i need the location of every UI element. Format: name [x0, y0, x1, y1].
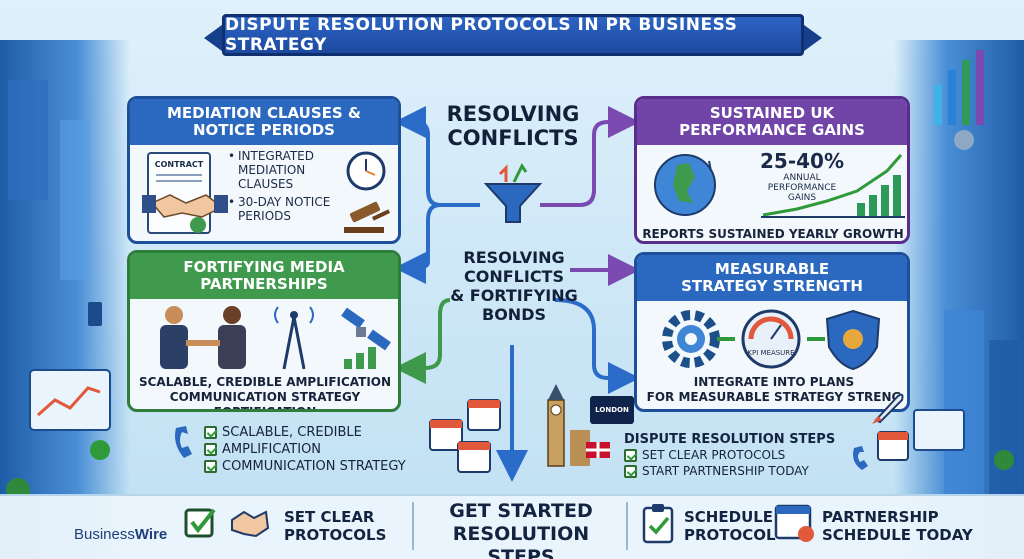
contract-label: CONTRACT — [155, 160, 204, 169]
uk-performance-panel: SUSTAINED UK PERFORMANCE GAINS 25-40% AN… — [634, 96, 910, 244]
left-city-illustration — [6, 80, 111, 495]
shield-icon — [825, 309, 881, 371]
mediation-bullet-list: INTEGRATED MEDIATION CLAUSES 30-DAY NOTI… — [228, 149, 338, 227]
phone-icon — [853, 446, 868, 470]
mediation-panel: MEDIATION CLAUSES & NOTICE PERIODS CONTR… — [127, 96, 401, 244]
bottom-schedule-protocol: SCHEDULE PROTOCOL — [684, 508, 776, 544]
checklist-item: SCALABLE, CREDIBLE — [204, 424, 406, 441]
phone-icon — [175, 426, 192, 458]
checkbox-icon — [624, 448, 637, 462]
media-partnership-illustration — [160, 306, 391, 370]
uk-stat-label: ANNUAL PERFORMANCE GAINS — [767, 173, 837, 203]
contract-handshake-icon: CONTRACT — [142, 152, 228, 234]
bottom-bar — [0, 494, 1024, 559]
uk-stat-value: 25-40% — [759, 149, 844, 173]
satellite-icon — [341, 307, 391, 351]
mediation-bullet: INTEGRATED MEDIATION CLAUSES — [228, 149, 338, 191]
steps-item: START PARTNERSHIP TODAY — [624, 463, 835, 479]
right-city-illustration — [913, 50, 1019, 495]
bottom-partnership: PARTNERSHIP SCHEDULE TODAY — [822, 508, 973, 544]
broadcast-tower-icon — [274, 306, 314, 370]
clock-gavel-icon — [344, 151, 391, 233]
rocket-icon — [872, 393, 904, 424]
steps-item: SET CLEAR PROTOCOLS — [624, 447, 835, 463]
mediation-bullet: 30-DAY NOTICE PERIODS — [228, 195, 338, 223]
clipboard-check-icon — [642, 504, 674, 544]
banner-ribbon-left — [204, 22, 226, 54]
strategy-strength-panel: MEASURABLE STRATEGY STRENGTH KPI MEASURE… — [634, 252, 910, 412]
kpi-gear-shield-illustration: KPI MEASURE — [662, 309, 881, 371]
calendar-icon — [877, 431, 909, 461]
london-sign: LONDON — [590, 396, 634, 424]
left-checklist: SCALABLE, CREDIBLE AMPLIFICATION COMMUNI… — [204, 424, 406, 475]
businesswire-logo: BusinessWire — [74, 526, 168, 543]
gear-icon — [662, 310, 720, 368]
title-banner: DISPUTE RESOLUTION PROTOCOLS IN PR BUSIN… — [222, 14, 804, 56]
page-title: DISPUTE RESOLUTION PROTOCOLS IN PR BUSIN… — [225, 15, 738, 55]
mediation-panel-heading: MEDIATION CLAUSES & NOTICE PERIODS — [130, 99, 398, 145]
center-subheading: RESOLVING CONFLICTS & FORTIFYING BONDS — [450, 248, 578, 324]
checkbox-icon — [204, 443, 217, 456]
funnel-icon — [483, 163, 543, 223]
globe-uk-icon — [654, 154, 716, 216]
strategy-panel-heading: MEASURABLE STRATEGY STRENGTH — [637, 255, 907, 301]
checkbox-icon — [204, 460, 217, 473]
checkbox-icon — [184, 508, 216, 538]
london-landmark-icon — [547, 384, 610, 467]
bottom-protocols: SET CLEAR PROTOCOLS — [284, 508, 387, 544]
uk-panel-heading: SUSTAINED UK PERFORMANCE GAINS — [637, 99, 907, 145]
center-heading: RESOLVING CONFLICTS — [446, 102, 580, 150]
growth-chart-icon — [761, 154, 905, 218]
uk-stat-block: 25-40% ANNUAL PERFORMANCE GAINS — [757, 149, 847, 203]
checkbox-icon — [624, 464, 637, 478]
banner-ribbon-right — [800, 22, 822, 54]
uk-caption: REPORTS SUSTAINED YEARLY GROWTH — [642, 227, 904, 241]
calendar-icon — [774, 504, 814, 542]
dispute-steps: DISPUTE RESOLUTION STEPS SET CLEAR PROTO… — [624, 432, 835, 479]
media-panel-heading: FORTIFYING MEDIA PARTNERSHIPS — [130, 253, 398, 299]
dispute-steps-heading: DISPUTE RESOLUTION STEPS — [624, 432, 836, 447]
kpi-gauge-icon: KPI MEASURE — [741, 309, 801, 369]
kpi-label: KPI MEASURE — [747, 349, 794, 357]
strategy-caption: INTEGRATE INTO PLANS FOR MEASURABLE STRA… — [646, 375, 902, 404]
calendar-icons — [429, 399, 501, 473]
media-caption: SCALABLE, CREDIBLE AMPLIFICATION COMMUNI… — [138, 375, 392, 412]
checklist-item: COMMUNICATION STRATEGY — [204, 458, 406, 475]
handshake-icon — [231, 510, 270, 538]
get-started-cta: GET STARTED RESOLUTION STEPS — [449, 500, 593, 559]
media-partnerships-panel: FORTIFYING MEDIA PARTNERSHIPS SCALABLE, … — [127, 250, 401, 412]
checklist-item: AMPLIFICATION — [204, 441, 406, 458]
bottom-divider — [412, 502, 414, 550]
bottom-divider — [626, 502, 628, 550]
checkbox-icon — [204, 426, 217, 439]
